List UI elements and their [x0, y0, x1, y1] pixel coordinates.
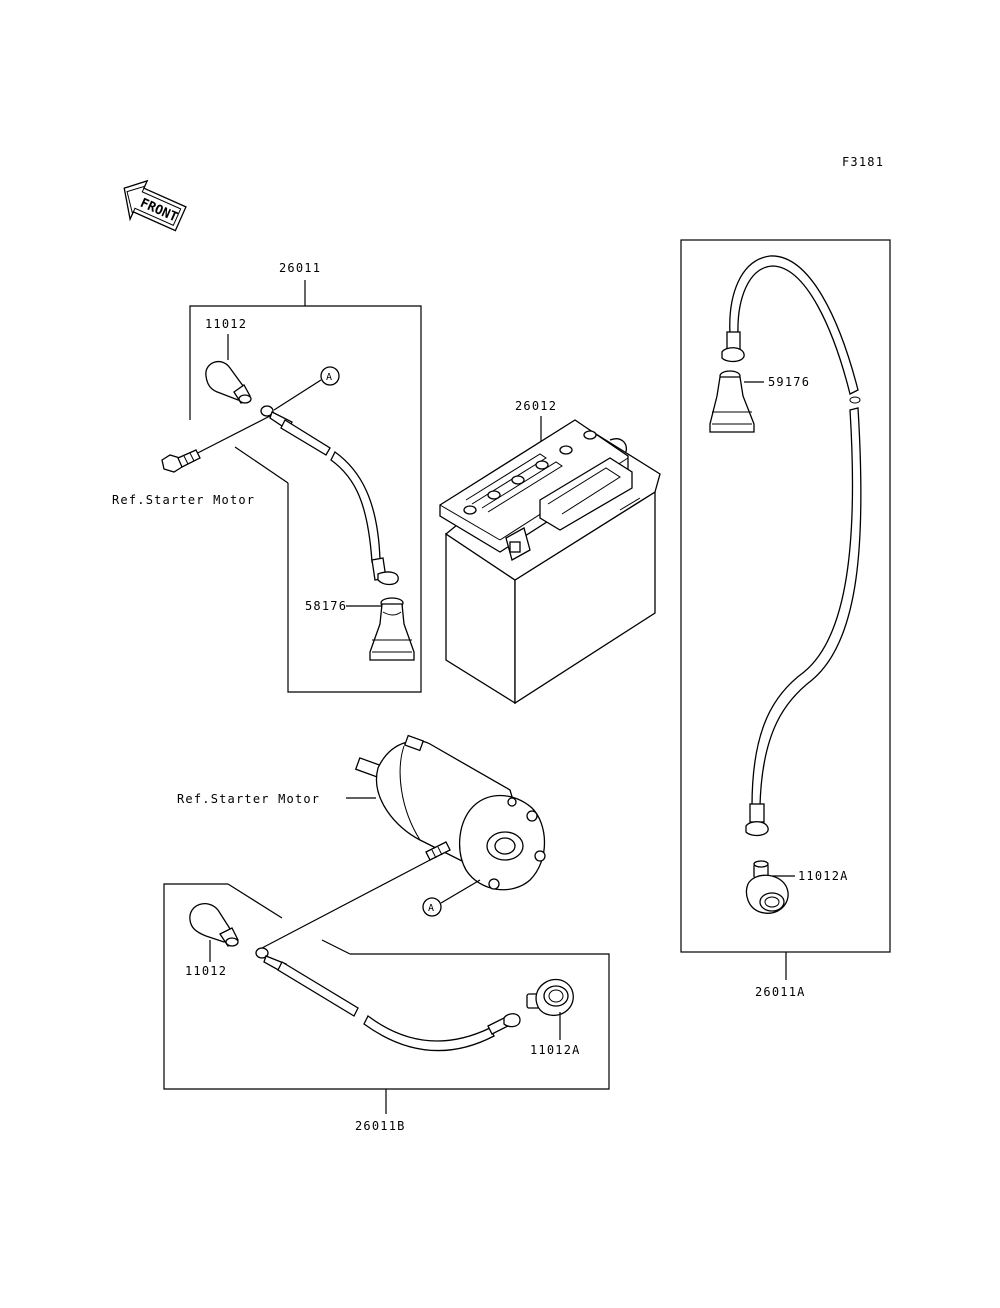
- terminal-cap-11012a-bottom: [526, 978, 574, 1016]
- label-ref-starter-motor-top: Ref.Starter Motor: [112, 493, 255, 507]
- battery-cable-long: [721, 255, 862, 837]
- battery-cable-bottom: [255, 859, 521, 1052]
- terminal-cap-11012-bottom: [189, 903, 239, 947]
- terminal-cap-11012-top: [205, 360, 252, 404]
- figure-code: F3181: [842, 155, 884, 169]
- label-11012-top: 11012: [205, 317, 247, 331]
- battery-cell-caps: [463, 430, 597, 515]
- callout-a-bottom-label: A: [428, 903, 435, 914]
- callout-a-top-label: A: [326, 372, 333, 383]
- terminal-boot-59176: [709, 370, 755, 433]
- bolt: [161, 415, 271, 473]
- kit-26011-box: [189, 305, 422, 693]
- label-11012a-right: 11012A: [798, 869, 849, 883]
- kit-26011b-group: 26011B 11012 11012A: [163, 859, 610, 1133]
- callout-a-bottom: [422, 897, 442, 917]
- kit-26011a-group: 26011A 59176 11012A: [680, 239, 891, 999]
- front-arrow-icon: FRONT: [123, 179, 187, 232]
- label-26012: 26012: [515, 399, 557, 413]
- label-58176: 58176: [305, 599, 347, 613]
- kit-26011-group: 26011 11012 A: [112, 261, 422, 693]
- terminal-boot-58176: [369, 597, 415, 661]
- terminal-cap-11012a-right: [745, 860, 789, 914]
- label-11012-bottom: 11012: [185, 964, 227, 978]
- battery-cable-top: [260, 405, 399, 586]
- kit-26011a-box: [680, 239, 891, 953]
- label-26011b: 26011B: [355, 1119, 406, 1133]
- label-26011: 26011: [279, 261, 321, 275]
- label-11012a-bottom: 11012A: [530, 1043, 581, 1057]
- battery-26012: 26012: [439, 399, 661, 705]
- label-ref-starter-motor-mid: Ref.Starter Motor: [177, 792, 320, 806]
- callout-a-top: [320, 366, 340, 386]
- starter-motor: Ref.Starter Motor A: [177, 734, 546, 917]
- label-26011a: 26011A: [755, 985, 806, 999]
- label-59176: 59176: [768, 375, 810, 389]
